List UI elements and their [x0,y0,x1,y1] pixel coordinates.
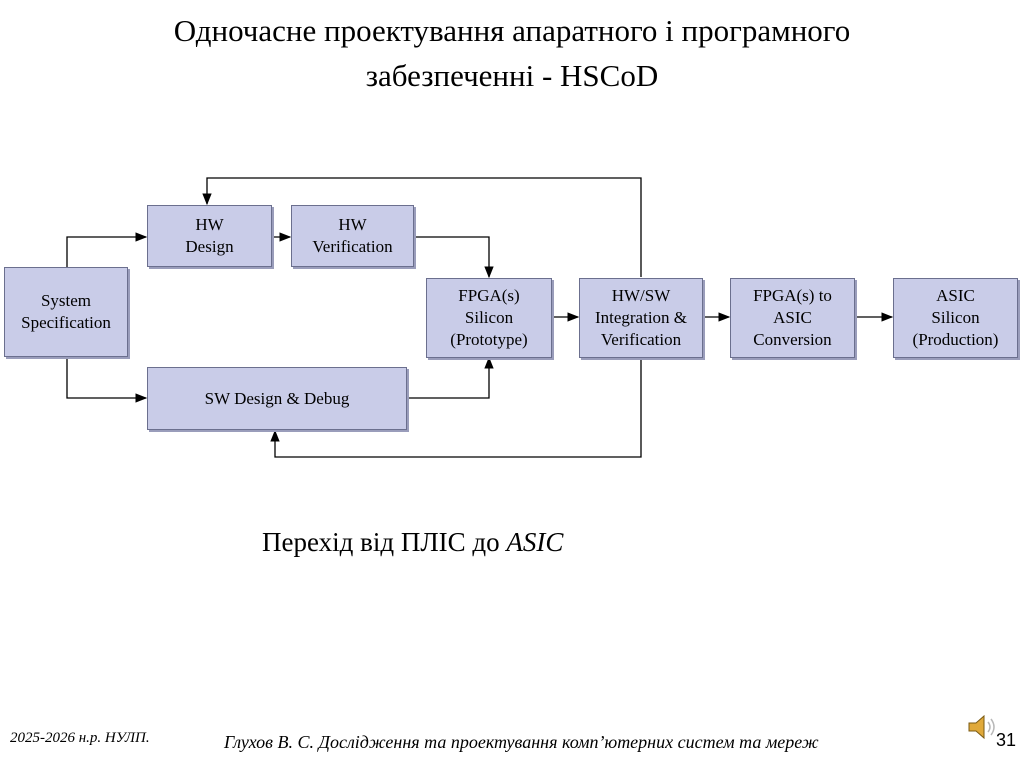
box-hw-design-line1: HW [195,215,224,234]
feedback-to-hw-design [202,177,642,277]
box-fpga-silicon-line2: Silicon [464,308,514,327]
box-hwsw-integration: HW/SW Integration & Verification [579,278,703,358]
box-hw-design-line2: Design [185,237,234,256]
connector-sw-design-to-fpga [407,356,494,399]
box-fpga-to-asic-conversion-line1: FPGA(s) to [753,286,832,305]
box-fpga-to-asic-conversion-line2: ASIC [773,308,812,327]
box-fpga-to-asic-conversion-line3: Conversion [753,330,832,349]
slide-title-line1: Одночасне проектування апаратного і прог… [173,13,851,48]
box-asic-silicon-line2: Silicon [931,308,980,327]
box-fpga-to-asic-conversion: FPGA(s) to ASIC Conversion [730,278,855,358]
box-hwsw-integration-line2: Integration & [594,308,688,327]
slide-subtitle: Перехід від ПЛІС до ASIC [262,522,563,562]
box-asic-silicon: ASIC Silicon (Production) [893,278,1018,358]
box-hw-verification: HW Verification [291,205,414,267]
box-sw-design-debug: SW Design & Debug [147,367,407,430]
connector-spec-to-sw-design [66,357,148,403]
box-hwsw-integration-line3: Verification [600,330,682,349]
connector-spec-to-hw-design [66,232,148,267]
footer-year: 2025-2026 н.р. НУЛП. [10,730,150,746]
box-fpga-silicon-line1: FPGA(s) [458,286,520,305]
box-fpga-silicon-line3: (Prototype) [450,330,528,349]
box-hw-verification-line2: Verification [312,237,393,256]
page-number: 31 [996,730,1017,750]
slide-subtitle-text: Перехід від ПЛІС до [262,527,507,557]
connector-verification-to-fpga [414,236,494,279]
box-asic-silicon-line3: (Production) [912,330,999,349]
box-sw-design-debug-line1: SW Design & Debug [204,388,350,408]
box-system-specification-line2: Specification [21,313,111,332]
box-asic-silicon-line1: ASIC [936,286,975,305]
box-hw-verification-line1: HW [338,215,367,234]
slide-title-line2: забезпеченні - HSCoD [365,58,659,93]
box-hw-design: HW Design [147,205,272,267]
slide-title: Одночасне проектування апаратного і прог… [40,8,984,98]
box-system-specification: System Specification [4,267,128,357]
box-hwsw-integration-line1: HW/SW [611,286,671,305]
feedback-to-sw-design [270,358,642,458]
footer-author: Глухов В. С. Дослідження та проектування… [224,732,819,752]
box-system-specification-line1: System [40,291,92,310]
speaker-icon[interactable] [966,712,1002,742]
slide-subtitle-emphasis: ASIC [506,527,564,557]
box-fpga-silicon: FPGA(s) Silicon (Prototype) [426,278,552,358]
